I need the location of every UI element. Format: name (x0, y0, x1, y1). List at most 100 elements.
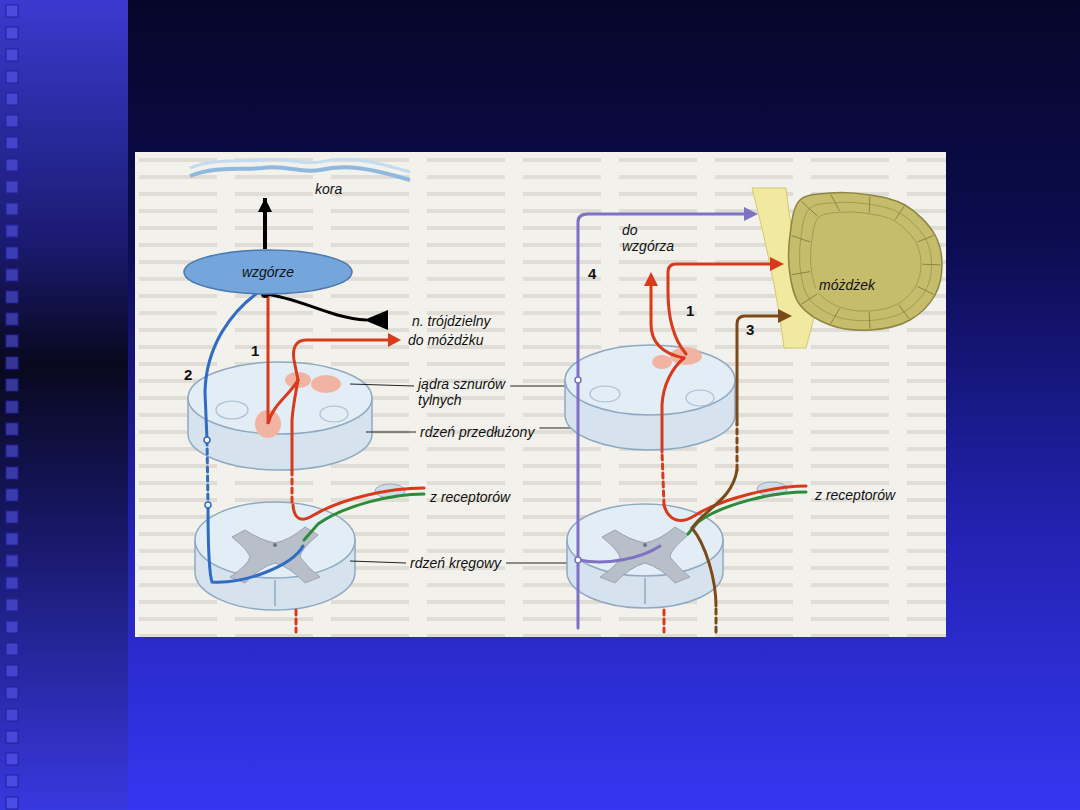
fiber-tract (293, 488, 424, 519)
fiber-tract (207, 440, 208, 505)
thalamus-ellipse (184, 250, 352, 294)
synapse-ring (205, 502, 211, 508)
fiber-tract (304, 494, 424, 540)
cerebellum-shape (869, 196, 871, 212)
side-strip-squares (0, 0, 26, 810)
pathway-label: do móżdżku (408, 332, 483, 348)
input-label: z receptorów (430, 489, 510, 505)
cerebellum-shape (831, 194, 840, 211)
cortex-band (190, 167, 410, 180)
cerebellum-shape (917, 236, 933, 242)
cortex-band (188, 158, 414, 198)
arrow-head (770, 257, 784, 271)
fiber-tract (664, 486, 806, 520)
callout-number: 1 (251, 343, 259, 359)
spinal-cord-section (195, 484, 405, 610)
input-label: z receptorów (815, 487, 895, 503)
fiber-tract (208, 505, 303, 582)
fiber-tract (662, 358, 684, 452)
cerebellum-shape (923, 264, 941, 266)
fiber-tract (662, 452, 664, 505)
leader-line (350, 384, 414, 386)
medulla-section (686, 390, 714, 406)
leader-line (506, 563, 572, 564)
medulla-section (188, 362, 372, 470)
spinal-cord-section (195, 502, 355, 578)
fiber-tract (205, 294, 256, 440)
side-strip (0, 0, 128, 810)
medulla-section (565, 345, 735, 415)
fiber-tract (295, 610, 298, 632)
fiber-tract (205, 294, 424, 632)
spinal-cord-section (644, 578, 646, 604)
fiber-tract (578, 214, 744, 628)
cerebellum-shape (782, 192, 944, 332)
spinal-cord-section (643, 543, 647, 547)
cortex-band: kora (188, 158, 414, 198)
structure-label: rdzeń przedłużony (420, 424, 534, 440)
dorsal-column-nucleus (652, 355, 672, 369)
leader-line (350, 561, 406, 563)
fiber-tract (737, 316, 778, 424)
arrow-head (644, 272, 658, 286)
cerebellum-shape (869, 312, 871, 328)
cerebellum-shape (917, 286, 933, 294)
fiber-tract (692, 470, 737, 528)
cerebellum-shape (801, 294, 817, 304)
arrow-head (744, 207, 758, 221)
projection-arrow (263, 198, 267, 249)
medulla-section (590, 386, 620, 402)
book-page (135, 152, 946, 637)
leader-line (510, 386, 570, 387)
fiber-tract (294, 340, 389, 380)
cerebellum-shape (792, 272, 810, 275)
cerebellum-shape: móżdżek (782, 192, 944, 332)
callout-number: 2 (184, 367, 192, 383)
fiber-tract (651, 286, 684, 358)
fiber-tract (663, 610, 666, 632)
cerebellum-shape (800, 202, 932, 320)
fiber-tract (692, 528, 716, 606)
structure-name: kora (312, 181, 345, 197)
page-text-texture (135, 152, 946, 637)
medulla-section (565, 345, 735, 450)
fiber-tract (292, 380, 298, 470)
arrow-head (778, 309, 792, 323)
cerebellum-shape (801, 201, 817, 216)
structure-name: wzgórze (239, 264, 297, 280)
cerebellum-shape (895, 206, 904, 220)
cerebellum-shape (792, 236, 810, 242)
structure-name: móżdżek (816, 277, 878, 293)
callout-number: 1 (686, 303, 694, 319)
thalamus-ellipse: wzgórze (183, 249, 353, 295)
medulla-section (216, 401, 248, 419)
cerebellum-shape (899, 305, 909, 319)
fiber-tract (265, 294, 366, 320)
structure-label: rdzeń kręgowy (410, 555, 501, 571)
spinal-cord-section (274, 580, 276, 606)
medulla-section (320, 406, 348, 422)
arrow-head (388, 333, 401, 347)
callout-number: 3 (746, 322, 754, 338)
cerebellum-shape (811, 212, 921, 311)
leader-line (350, 384, 574, 563)
fiber-tract (668, 264, 770, 354)
synapse-ring (204, 437, 210, 443)
cerebellum-shape (831, 309, 840, 324)
synapse-ring (575, 377, 581, 383)
spinal-cord-section (273, 543, 277, 547)
fiber-tract (579, 546, 660, 562)
leader-line (539, 428, 574, 429)
fiber-tract (715, 608, 718, 632)
fiber-tract (736, 424, 739, 470)
pathway-label: do wzgórza (622, 222, 674, 254)
callout-number: 4 (588, 266, 596, 282)
leader-line (366, 432, 416, 433)
spinal-cord-section (567, 482, 787, 608)
